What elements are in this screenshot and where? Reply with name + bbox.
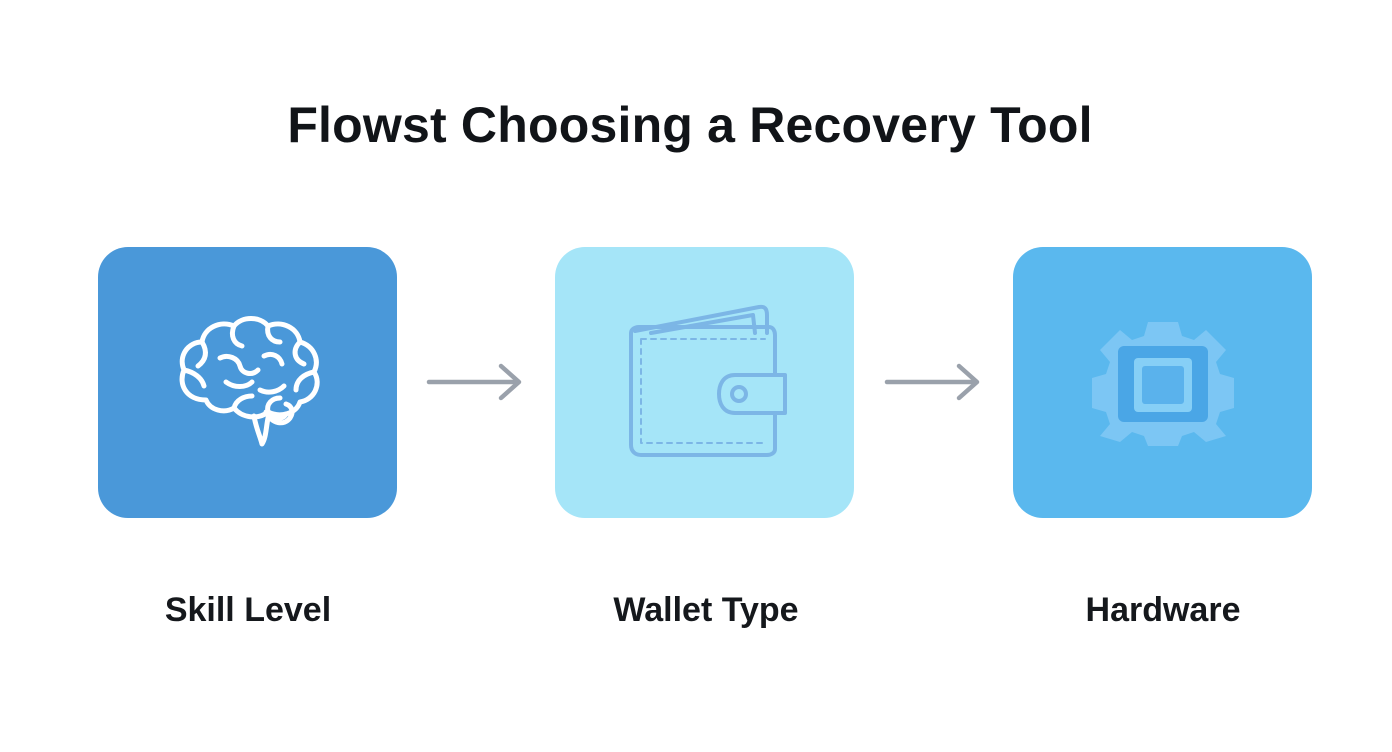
step-card-skill-level <box>98 247 397 518</box>
step-label-skill-level: Skill Level <box>164 591 332 629</box>
step-label-wallet-type: Wallet Type <box>613 591 799 629</box>
step-label-hardware: Hardware <box>1085 591 1241 629</box>
step-card-hardware <box>1013 247 1312 518</box>
step-card-wallet-type <box>555 247 854 518</box>
arrow-icon <box>884 363 980 401</box>
brain-icon <box>179 315 320 446</box>
chip-icon <box>1091 321 1234 446</box>
arrow-icon <box>426 363 522 401</box>
wallet-icon <box>628 304 787 457</box>
diagram-title: Flowst Choosing a Recovery Tool <box>287 97 1093 153</box>
